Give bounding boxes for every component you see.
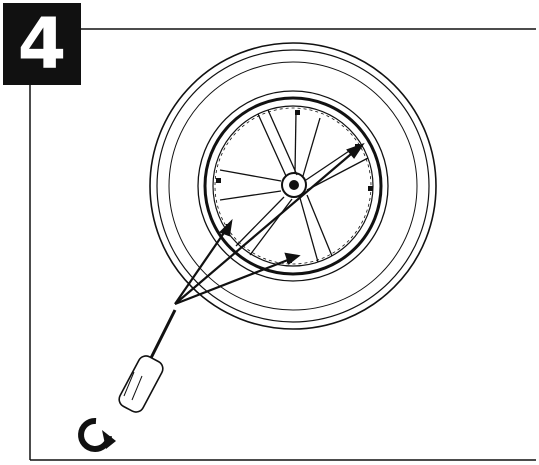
step-number: 4: [17, 3, 67, 85]
screwdriver-icon: [118, 309, 177, 413]
wheel-icon: [149, 42, 437, 330]
pointer-arrows: [174, 142, 365, 306]
step-badge: 4: [3, 3, 81, 85]
panel-border: [29, 28, 536, 461]
rotate-clockwise-icon: [78, 417, 116, 452]
